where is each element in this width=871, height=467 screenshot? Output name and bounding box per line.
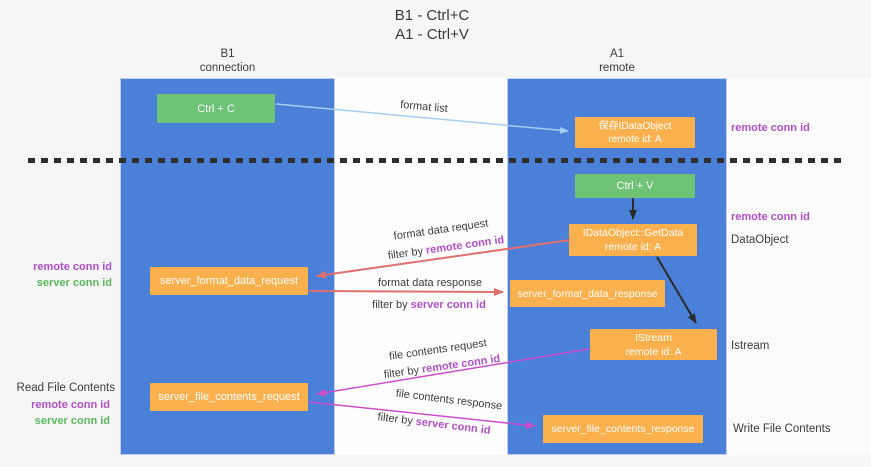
server-format-data-response-box: server_format_data_response bbox=[510, 280, 665, 307]
server-file-contents-response-box: server_file_contents_response bbox=[543, 415, 703, 443]
format-data-response-label: format data response bbox=[378, 277, 482, 289]
ctrl-v-label: Ctrl + V bbox=[616, 180, 654, 192]
server-file-contents-request-box: server_file_contents_request bbox=[150, 383, 308, 411]
istream-box: IStream remote id: A bbox=[590, 329, 717, 360]
getdata-remote-id: remote id: A bbox=[604, 241, 662, 253]
server-conn-id-annotation-left-1: server conn id bbox=[36, 277, 112, 289]
ctrl-v-box: Ctrl + V bbox=[575, 174, 695, 198]
istream-annotation: Istream bbox=[731, 340, 770, 352]
server-file-contents-request-label: server_file_contents_request bbox=[158, 391, 300, 403]
istream-remote-id: remote id: A bbox=[625, 345, 682, 358]
title-line-1: B1 - Ctrl+C bbox=[394, 7, 470, 24]
remote-conn-id-annotation-left-2: remote conn id bbox=[31, 399, 110, 411]
phase-separator-dashed-line bbox=[28, 158, 843, 163]
lifeline-header-a1: A1 remote bbox=[507, 47, 727, 75]
remote-conn-id-annotation-left-1: remote conn id bbox=[33, 261, 112, 273]
idataobject-getdata-box: IDataObject::GetData remote id: A bbox=[569, 224, 697, 256]
read-file-contents-annotation: Read File Contents bbox=[16, 382, 115, 394]
lifeline-a1-subtitle: remote bbox=[599, 62, 635, 74]
istream-label: IStream bbox=[635, 331, 672, 344]
write-file-contents-annotation: Write File Contents bbox=[733, 423, 831, 435]
lifeline-header-b1: B1 connection bbox=[120, 47, 335, 75]
save-idataobject-label: 保存IDataObject bbox=[598, 120, 672, 132]
dataobject-annotation: DataObject bbox=[731, 234, 789, 246]
lifeline-b1-subtitle: connection bbox=[199, 62, 256, 74]
server-format-data-request-label: server_format_data_request bbox=[159, 275, 299, 287]
server-file-contents-response-label: server_file_contents_response bbox=[551, 423, 695, 435]
remote-conn-id-annotation-mid: remote conn id bbox=[731, 211, 810, 223]
server-format-data-request-box: server_format_data_request bbox=[150, 267, 308, 295]
save-idataobject-remote-id: remote id: A bbox=[608, 133, 662, 145]
remote-conn-id-annotation-top: remote conn id bbox=[731, 122, 810, 134]
diagram-title: B1 - Ctrl+C A1 - Ctrl+V bbox=[332, 6, 532, 44]
ctrl-c-box: Ctrl + C bbox=[157, 94, 275, 123]
save-idataobject-box: 保存IDataObject remote id: A bbox=[575, 117, 695, 148]
lifeline-a1-name: A1 bbox=[609, 48, 625, 60]
filter-by-text: filter by bbox=[372, 299, 408, 311]
right-background-band bbox=[727, 78, 871, 455]
server-format-data-response-label: server_format_data_response bbox=[517, 287, 658, 300]
lifeline-b1-name: B1 bbox=[220, 48, 235, 60]
server-conn-id-annotation-left-2: server conn id bbox=[34, 415, 110, 427]
getdata-label: IDataObject::GetData bbox=[582, 227, 684, 239]
title-line-2: A1 - Ctrl+V bbox=[395, 26, 469, 43]
server-conn-id-text: server conn id bbox=[410, 299, 486, 311]
ctrl-c-label: Ctrl + C bbox=[197, 102, 235, 115]
